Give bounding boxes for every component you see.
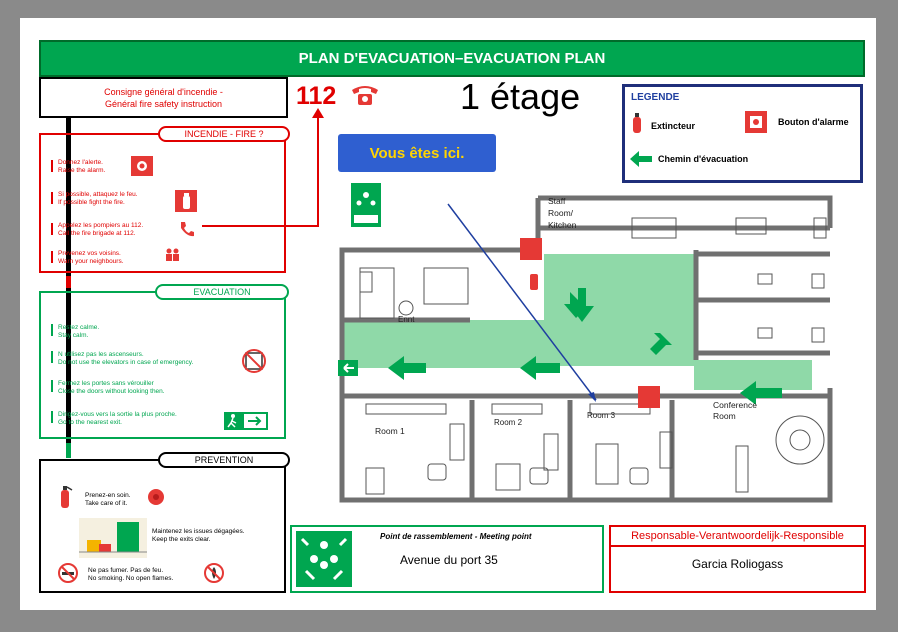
- meeting-point-box: Point de rassemblement - Meeting point A…: [290, 525, 604, 593]
- blocked-exit-illustration: [79, 518, 147, 558]
- extinguisher-icon: [633, 113, 641, 133]
- legend-alarm-button: Bouton d'alarme: [778, 117, 849, 127]
- people-icon: [166, 248, 179, 261]
- no-elevator-icon: [242, 349, 266, 373]
- evac-item-2: N utilisez pas les ascenseurs.Do not use…: [58, 351, 194, 366]
- fire-item-2: Si possible, attaquez le feu.If possible…: [58, 191, 138, 206]
- evac-item-4: Dirigez-vous vers la sortie la plus proc…: [58, 411, 177, 426]
- you-are-here-badge: Vous êtes ici.: [338, 134, 496, 172]
- assembly-point-icon: [351, 183, 381, 227]
- prevention-section-title: PREVENTION: [158, 452, 290, 468]
- legend-box: LEGENDE Extincteur Bouton d'alarme Chemi…: [622, 84, 863, 183]
- alarm-button-icon: [638, 386, 660, 408]
- left-connector: [66, 118, 71, 458]
- floor-label: 1 étage: [460, 76, 581, 117]
- general-instruction-line2: Général fire safety instruction: [104, 99, 223, 109]
- floor-plan: [338, 195, 833, 503]
- green-arrow-icon: [388, 288, 782, 405]
- call-connector-line: [202, 108, 324, 227]
- exit-sign-icon: [224, 412, 268, 430]
- green-arrow-icon: [630, 151, 652, 167]
- kitchen-table: [631, 217, 677, 239]
- prevention-item-2: Maintenez les issues dégagées.Keep the e…: [152, 528, 245, 543]
- alarm-button-icon: [520, 238, 542, 260]
- evacuation-plan-sheet: PLAN D'EVACUATION–EVACUATION PLAN Consig…: [20, 18, 876, 610]
- legend-evacuation-route: Chemin d'évacuation: [658, 154, 749, 164]
- responsible-box: Responsable-Verantwoordelijk-Responsible…: [609, 525, 866, 593]
- connector-red: [66, 276, 71, 288]
- legend-extinguisher: Extincteur: [651, 121, 696, 131]
- meeting-point-title: Point de rassemblement - Meeting point: [380, 532, 532, 541]
- alarm-button-icon: [131, 156, 153, 176]
- room-conference-label: Conference Room: [713, 400, 757, 421]
- fire-item-4: Prevenez vos voisins.Warn your neighbour…: [58, 250, 124, 265]
- extinguisher-icon: [175, 190, 197, 212]
- evac-item-1: Restez calme.Stay calm.: [58, 324, 100, 339]
- responsible-title: Responsable-Verantwoordelijk-Responsible: [611, 527, 864, 547]
- fire-item-3: Appelez les pompiers au 112.Call the fir…: [58, 222, 144, 237]
- prevention-item-1: Prenez-en soin.Take care of it.: [85, 492, 131, 507]
- legend-title: LEGENDE: [631, 92, 680, 103]
- evacuation-section-title: EVACUATION: [155, 284, 289, 300]
- fire-section-title: INCENDIE - FIRE ?: [158, 126, 290, 142]
- phone-icon: [181, 222, 194, 237]
- alarm-button-icon: [148, 489, 164, 505]
- assembly-point-icon: [296, 531, 352, 587]
- route-corridor: [344, 320, 560, 368]
- general-instruction-line1: Consigne général d'incendie -: [104, 87, 223, 97]
- connector-green: [66, 443, 71, 458]
- room-3-label: Room 3: [587, 411, 616, 420]
- route-hall: [544, 254, 694, 366]
- meeting-point-address: Avenue du port 35: [400, 553, 498, 567]
- responsible-name: Garcia Roliogass: [691, 557, 784, 571]
- room-staff-label: Staff Room/ Kitchen: [548, 196, 577, 230]
- room-2-label: Room 2: [494, 418, 523, 427]
- plan-title: PLAN D'EVACUATION–EVACUATION PLAN: [39, 40, 865, 77]
- extinguisher-icon: [530, 274, 538, 290]
- prevention-item-3: Ne pas fumer. Pas de feu.No smoking. No …: [88, 567, 174, 582]
- no-smoking-icon: [58, 563, 78, 583]
- kitchen-counter: [735, 217, 767, 235]
- extinguisher-icon: [61, 486, 73, 508]
- phone-icon: [352, 86, 378, 105]
- no-flame-icon: [204, 563, 224, 583]
- fire-item-1: Donnez l'alerte.Raise the alarm.: [58, 159, 106, 174]
- general-instruction-box: Consigne général d'incendie - Général fi…: [39, 77, 288, 118]
- emergency-number: 112: [296, 82, 337, 110]
- room-1-label: Room 1: [375, 426, 405, 436]
- desk-label: Ennt: [398, 315, 415, 324]
- alarm-button-icon: [745, 111, 767, 133]
